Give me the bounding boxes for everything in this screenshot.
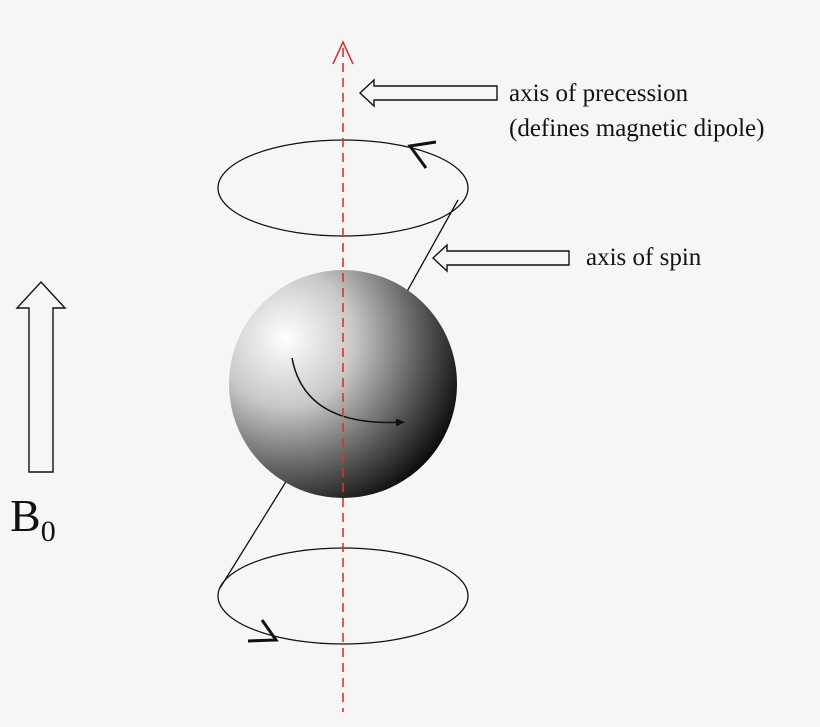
b0-field-arrow <box>15 280 67 473</box>
b0-letter: B <box>10 490 41 541</box>
sphere-rotation-arrow <box>291 357 405 427</box>
precession-axis-arrowhead <box>332 40 354 65</box>
precession-axis-label: axis of precession <box>509 80 689 107</box>
spin-axis-label: axis of spin <box>586 244 702 271</box>
bottom-orbit-direction-arrow <box>247 619 279 643</box>
b0-label: B0 <box>10 490 56 548</box>
spin-pointer-arrow <box>431 243 570 273</box>
top-orbit-direction-arrow <box>407 140 437 169</box>
spin-axis-lower <box>219 479 288 589</box>
b0-subscript: 0 <box>41 515 56 548</box>
precession-pointer-arrow <box>358 78 498 108</box>
magnetic-dipole-label: (defines magnetic dipole) <box>509 115 764 142</box>
